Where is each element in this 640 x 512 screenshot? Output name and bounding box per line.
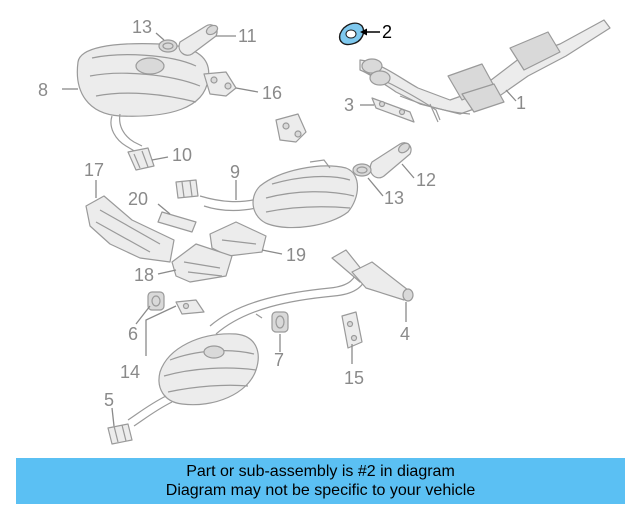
exhaust-system-diagram: 13 11 2 8 16 3 1 10 9 12 13 17 20 19 18 …: [38, 17, 611, 445]
callout-1: 1: [516, 93, 526, 113]
callout-2: 2: [382, 22, 392, 42]
part-5-clamp: [107, 423, 133, 445]
part-13-clamp-upper: [158, 39, 178, 53]
callout-6: 6: [128, 324, 138, 344]
part-4-intermediate-pipe: [209, 249, 414, 335]
part-9-center-muffler: [199, 159, 359, 229]
part-8-rear-muffler: [76, 43, 223, 153]
callout-10: 10: [172, 145, 192, 165]
part-12-pipe: [369, 142, 412, 179]
part-13-clamp-lower: [352, 163, 372, 177]
callout-15: 15: [344, 368, 364, 388]
info-banner: Part or sub-assembly is #2 in diagram Di…: [16, 458, 625, 504]
callout-5: 5: [104, 390, 114, 410]
part-14-rear-muffler-assembly: [127, 333, 259, 427]
part-16-hangers: [203, 71, 307, 143]
callout-17: 17: [84, 160, 104, 180]
part-10-clamp-2: [175, 179, 199, 199]
part-15-bracket: [341, 311, 363, 349]
part-11-tailpipe-tip: [178, 24, 219, 56]
part-10-clamp: [127, 147, 155, 171]
callout-13-lower: 13: [384, 188, 404, 208]
part-7-rubber-mount: [271, 311, 289, 333]
callout-20: 20: [128, 189, 148, 209]
part-20-shield: [157, 211, 197, 233]
callout-11: 11: [238, 26, 257, 46]
callout-7: 7: [274, 350, 284, 370]
banner-line-part-number: Part or sub-assembly is #2 in diagram: [186, 463, 455, 480]
part-18-heat-shield: [171, 243, 233, 283]
callout-4: 4: [400, 324, 410, 344]
part-6-rubber-mount: [147, 291, 205, 315]
part-17-heat-shield: [85, 195, 175, 263]
callout-12: 12: [416, 170, 436, 190]
callout-8: 8: [38, 80, 48, 100]
leader-lines: [62, 32, 517, 427]
callout-9: 9: [230, 162, 240, 182]
part-2-gasket: [338, 22, 365, 46]
callout-13-upper: 13: [132, 17, 152, 37]
part-3-bracket: [371, 97, 415, 123]
callout-18: 18: [134, 265, 154, 285]
part-1-front-pipe-catalysts: [359, 19, 611, 123]
leader-line-2-highlighted: [360, 28, 380, 36]
banner-line-disclaimer: Diagram may not be specific to your vehi…: [165, 482, 476, 499]
callout-3: 3: [344, 95, 354, 115]
part-19-heat-shield: [209, 221, 267, 257]
callout-16: 16: [262, 83, 282, 103]
callout-14: 14: [120, 362, 140, 382]
callout-19: 19: [286, 245, 306, 265]
